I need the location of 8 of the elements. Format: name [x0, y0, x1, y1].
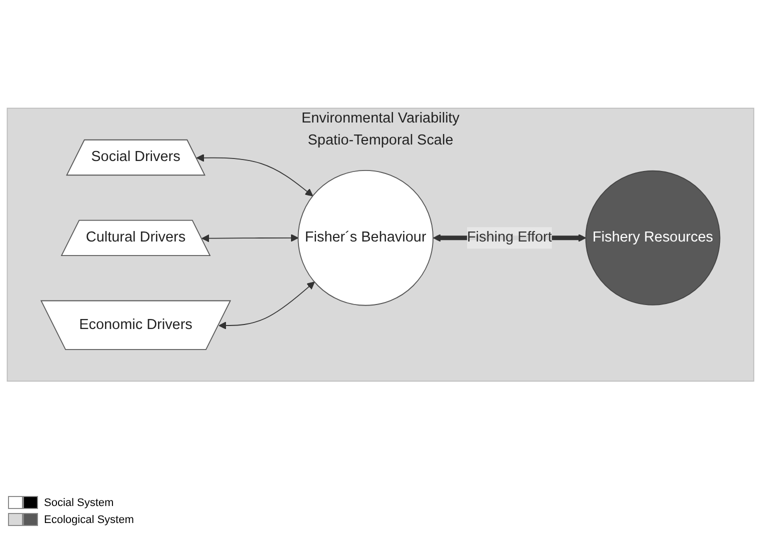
legend-label: Ecological System — [44, 514, 134, 526]
legend-label: Social System — [44, 496, 114, 508]
arrow — [218, 282, 315, 330]
arrow — [202, 234, 298, 243]
arrow — [196, 154, 314, 197]
edge-label: Fishing Effort — [466, 230, 552, 246]
node-circle: Fishery Resources — [585, 170, 720, 306]
node-circle: Fisher´s Behaviour — [298, 170, 434, 306]
